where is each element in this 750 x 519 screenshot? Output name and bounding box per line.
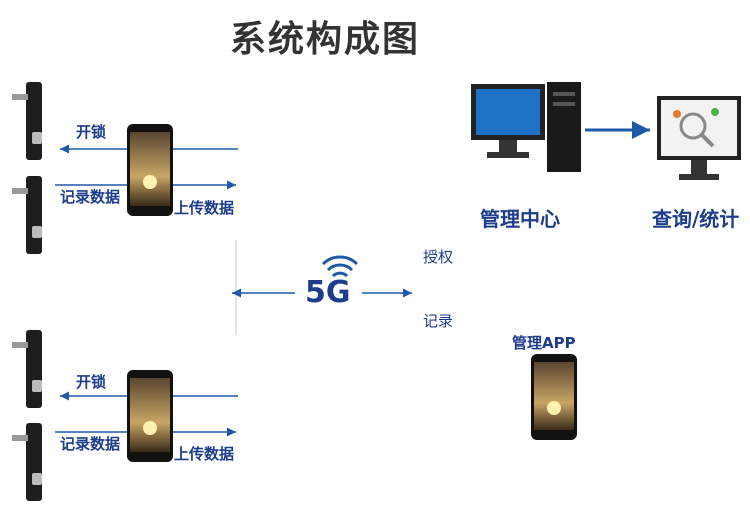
- label-5g: 5G: [305, 275, 351, 310]
- label-upload-top: 上传数据: [174, 199, 235, 217]
- lock-device-1: [12, 82, 42, 160]
- phone-app: [531, 354, 577, 440]
- label-management-center: 管理中心: [480, 207, 560, 231]
- label-record-bottom: 记录数据: [60, 435, 121, 453]
- label-record-top: 记录数据: [60, 188, 121, 206]
- phone-top: [127, 124, 173, 216]
- label-query-stats: 查询/统计: [652, 207, 740, 231]
- label-record: 记录: [423, 312, 454, 330]
- label-unlock-top: 开锁: [76, 123, 107, 141]
- computer-icon: [471, 82, 581, 172]
- label-upload-bottom: 上传数据: [174, 445, 235, 463]
- label-management-app: 管理APP: [512, 334, 576, 352]
- label-unlock-bottom: 开锁: [76, 373, 107, 391]
- monitor-icon: [657, 96, 741, 180]
- signal-icon: [321, 255, 359, 278]
- lock-device-3: [12, 330, 42, 408]
- lock-device-4: [12, 423, 42, 501]
- phone-bottom: [127, 370, 173, 462]
- lock-device-2: [12, 176, 42, 254]
- label-authorize: 授权: [423, 248, 454, 266]
- diagram-title: 系统构成图: [229, 19, 420, 60]
